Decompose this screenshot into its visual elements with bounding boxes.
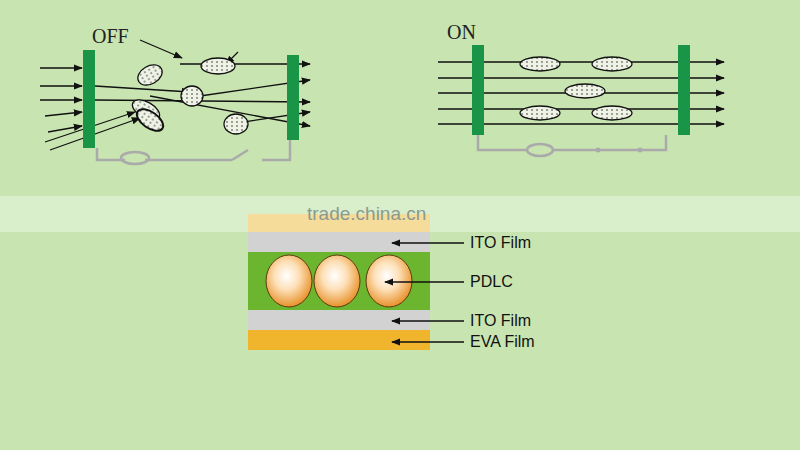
part-label: ITO Film xyxy=(470,313,531,329)
band xyxy=(0,196,800,232)
off-cell xyxy=(40,40,310,164)
state-label: OFF xyxy=(92,26,129,46)
state-label: ON xyxy=(447,22,476,42)
part-label: EVA Film xyxy=(470,334,535,350)
on-cell xyxy=(438,45,724,156)
watermark: trade.china.cn xyxy=(307,204,426,223)
leader-lines xyxy=(385,243,464,342)
part-label: PDLC xyxy=(470,274,513,290)
part-label: ITO Film xyxy=(470,235,531,251)
